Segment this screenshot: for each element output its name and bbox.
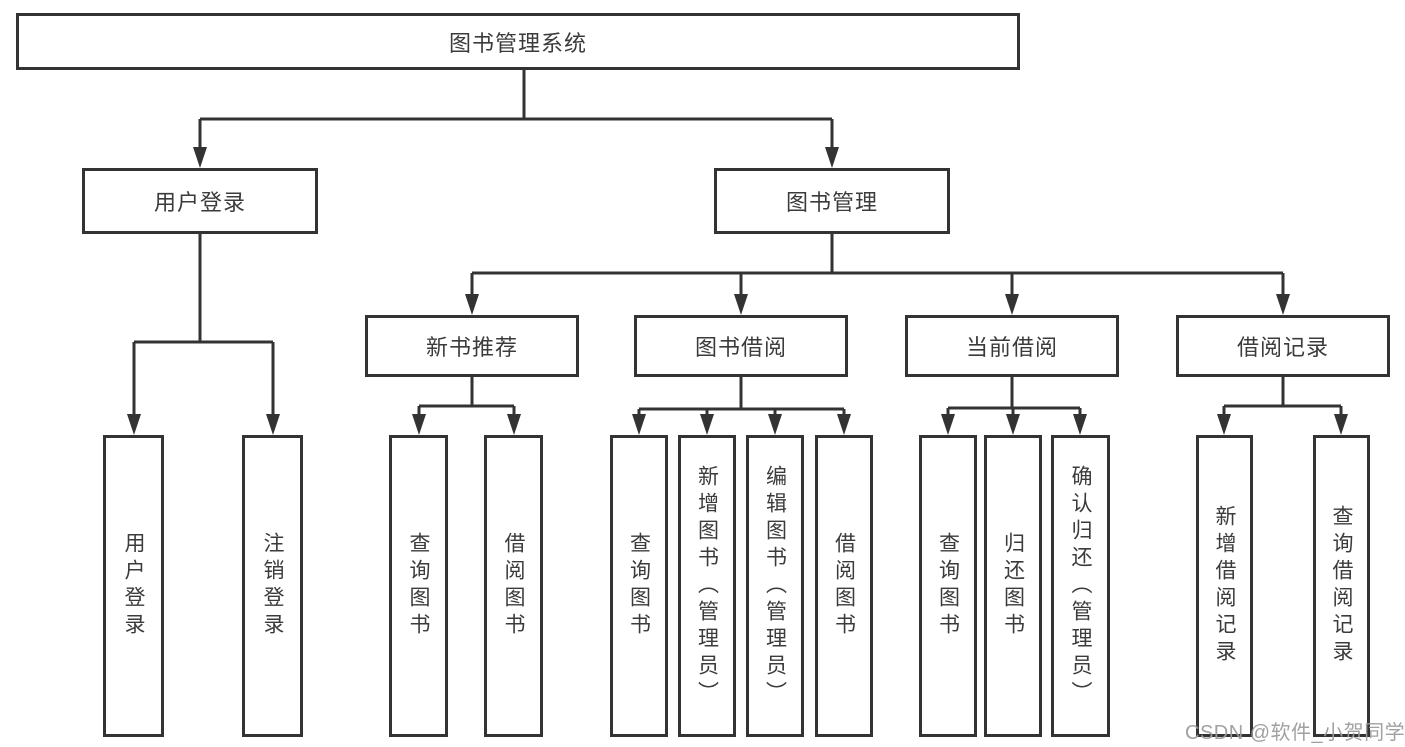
leaf-edit-book-admin: 编辑图书（管理员） <box>746 435 804 737</box>
node-book-borrowing: 图书借阅 <box>634 315 848 377</box>
leaf-user-login: 用户登录 <box>103 435 164 737</box>
leaf-query-borrow-record: 查询借阅记录 <box>1313 435 1370 737</box>
node-user-login: 用户登录 <box>82 168 318 234</box>
node-library-management-system: 图书管理系统 <box>16 13 1020 70</box>
node-current-borrowing: 当前借阅 <box>905 315 1119 377</box>
leaf-query-books-borrowing: 查询图书 <box>610 435 668 737</box>
leaf-return-books: 归还图书 <box>984 435 1042 737</box>
leaf-add-borrow-record: 新增借阅记录 <box>1196 435 1253 737</box>
watermark-text: CSDN @软件_小贺同学 <box>1185 722 1405 744</box>
node-book-management: 图书管理 <box>714 168 950 234</box>
leaf-borrow-books: 借阅图书 <box>815 435 873 737</box>
leaf-query-books-recommend: 查询图书 <box>389 435 448 737</box>
leaf-confirm-return-admin: 确认归还（管理员） <box>1051 435 1110 737</box>
leaf-query-books-current: 查询图书 <box>919 435 977 737</box>
node-borrowing-records: 借阅记录 <box>1176 315 1390 377</box>
leaf-logout: 注销登录 <box>242 435 303 737</box>
leaf-add-book-admin: 新增图书（管理员） <box>678 435 736 737</box>
leaf-borrow-books-recommend: 借阅图书 <box>484 435 543 737</box>
node-new-book-recommend: 新书推荐 <box>365 315 579 377</box>
